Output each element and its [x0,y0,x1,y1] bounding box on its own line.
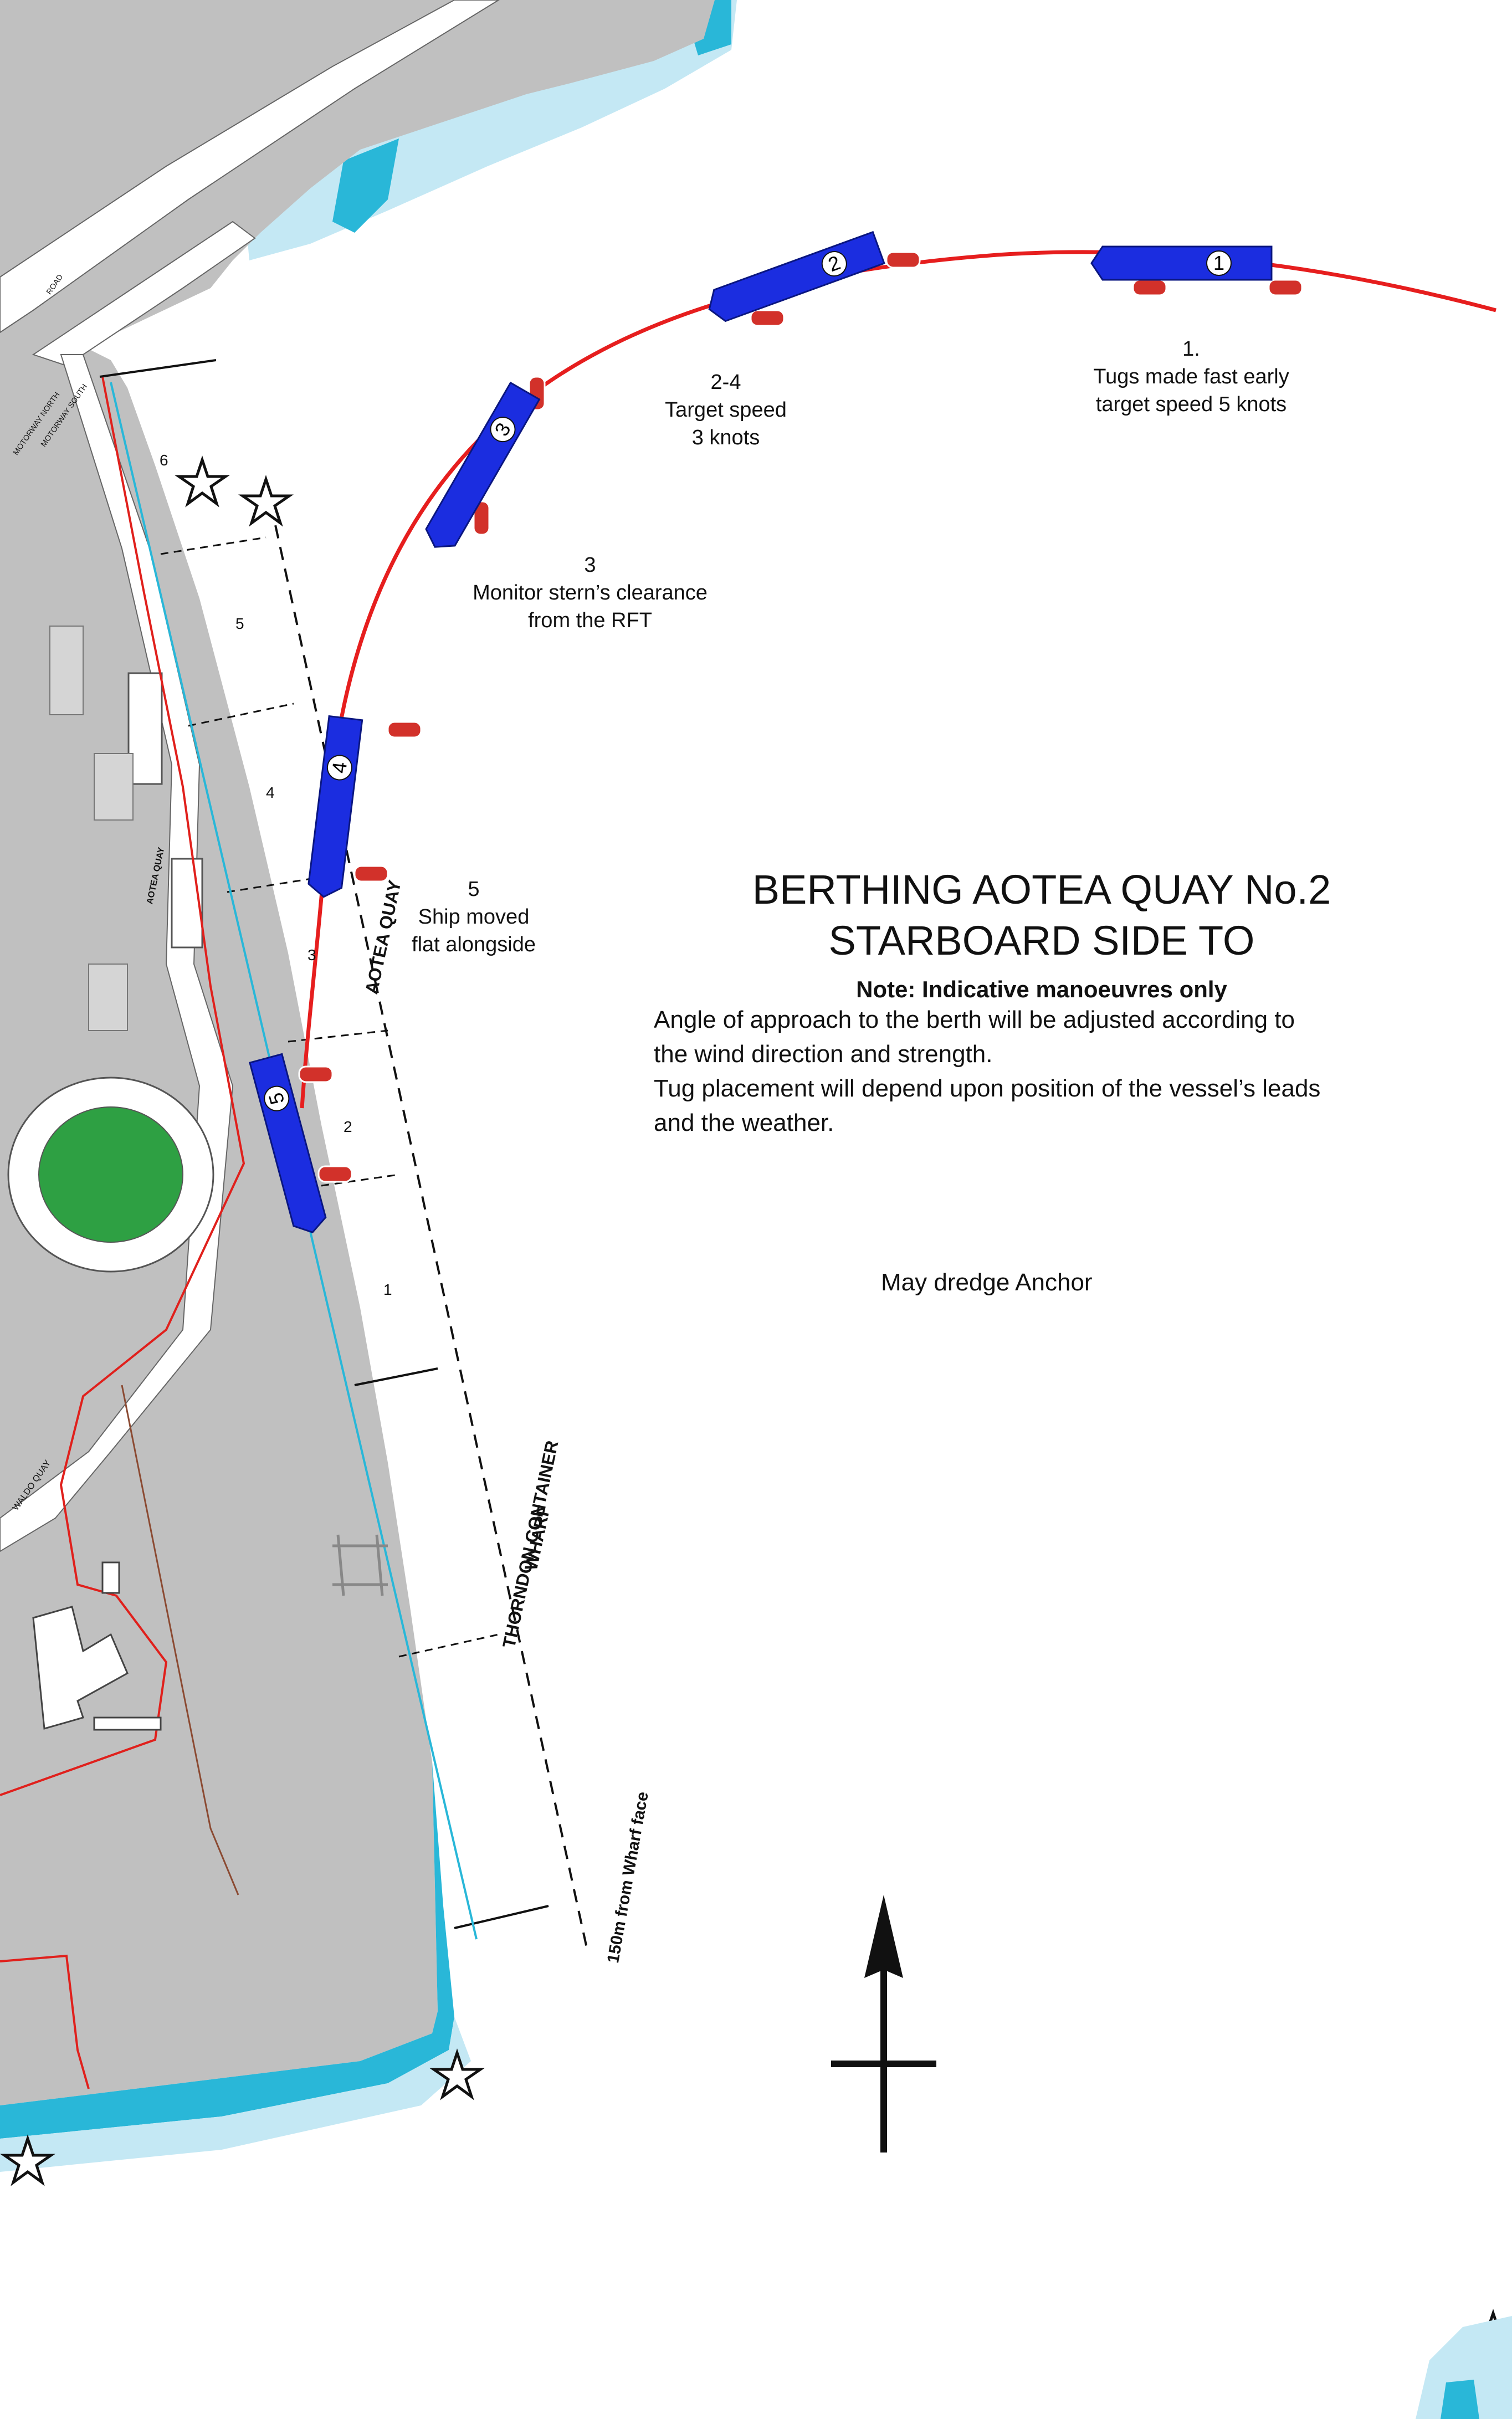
berth-number: 4 [266,784,275,801]
star-icon [238,475,294,527]
port-boundary [0,376,245,1796]
container-cranes [332,1534,388,1596]
note-line: Angle of approach to the berth will be a… [654,1006,1295,1033]
berth-dividers [160,536,499,1658]
building-1 [49,626,84,715]
step-3-text-b: from the RFT [528,609,652,632]
step-24-text-a: Target speed [665,398,787,422]
note-line: and the weather. [654,1109,834,1136]
step-24-label: 2-4 Target speed 3 knots [626,368,826,452]
ship-3: 3 [425,381,541,548]
berth-number: 5 [235,615,244,632]
step-24-text-b: 3 knots [691,426,760,449]
motorway [0,0,500,334]
step-3-number: 3 [584,554,596,577]
map-title-line-2: STARBOARD SIDE TO [828,918,1255,964]
ship-number: 4 [327,761,351,775]
title-block: BERTHING AOTEA QUAY No.2 STARBOARD SIDE … [654,864,1429,1140]
tug-icon [387,721,422,739]
tug-icon [885,251,921,269]
small-shed [101,1561,120,1594]
harbour-deep-patch [332,139,399,233]
star-icon [0,2134,56,2186]
step-5-text-a: Ship moved [418,905,530,929]
ship-5: 5 [249,1053,327,1233]
map-title-line-1: BERTHING AOTEA QUAY No.2 [752,867,1331,913]
step-1-number: 1. [1182,337,1200,361]
tug-icon [750,309,785,327]
berth-dividers-solid [99,359,549,1929]
step-3-label: 3 Monitor stern’s clearance from the RFT [454,551,726,634]
shed-2 [171,858,203,949]
bottom-right-water [1416,2316,1512,2419]
tug-icon [298,1065,334,1083]
note-line: the wind direction and strength. [654,1041,993,1068]
step-1-label: 1. Tugs made fast early target speed 5 k… [1069,335,1313,418]
tug-icon [317,1165,353,1183]
berth-number: 2 [344,1118,352,1135]
ship-positions: 1 2 3 4 5 [249,230,1273,1233]
berth-number: 6 [160,452,168,469]
step-24-number: 2-4 [710,371,741,394]
note-line: Tug placement will depend upon position … [654,1075,1321,1102]
bottom-right-water-deep [1441,2380,1479,2419]
shed-1 [127,672,163,785]
tug-icon [353,865,389,883]
tug-icon [1132,279,1167,296]
building-2 [88,964,128,1031]
step-5-number: 5 [468,878,480,901]
tug-icon [473,500,490,536]
step-5-text-b: flat alongside [412,933,536,956]
tug-icon [1268,279,1303,296]
wharf-water-edge [0,1463,454,2139]
offset-150m-line [265,481,588,1951]
berth-number: 3 [307,946,316,964]
berth-number: 1 [383,1281,392,1298]
note-heading: Note: Indicative manoeuvres only [856,976,1227,1002]
step-1-text-a: Tugs made fast early [1093,365,1289,388]
port-boundary-2 [0,1954,90,2089]
terminal-building [32,1606,129,1730]
star-icon [174,455,230,508]
long-shed [93,1716,162,1731]
step-3-text-a: Monitor stern’s clearance [473,581,708,604]
north-arrow-icon [831,1895,936,2152]
tugs [298,251,1303,1183]
ship-1: 1 [1090,245,1273,281]
ship-number: 1 [1213,252,1224,274]
anchor-note: May dredge Anchor [881,1269,1093,1296]
ship-4: 4 [307,715,363,898]
stadium-field [38,1106,183,1243]
step-1-text-b: target speed 5 knots [1095,393,1287,416]
step-5-label: 5 Ship moved flat alongside [388,875,560,959]
building-3 [94,753,134,821]
ship-2: 2 [708,230,885,322]
star-icon [429,2048,485,2100]
wharf-water-edge-light [0,2017,471,2172]
rail-line [121,1385,239,1895]
